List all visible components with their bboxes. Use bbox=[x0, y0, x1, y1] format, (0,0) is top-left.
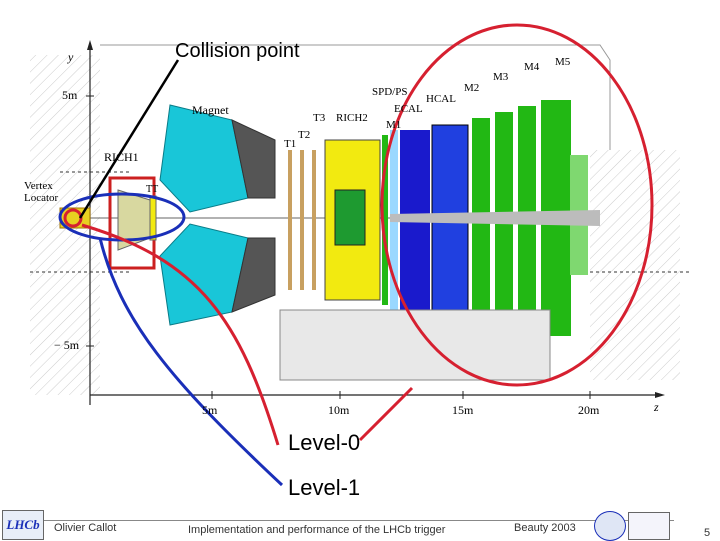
z-tick-label-20m: 20m bbox=[578, 403, 600, 417]
footer-author: Olivier Callot bbox=[54, 522, 117, 534]
label-spd-ps: SPD/PS bbox=[372, 86, 408, 98]
z-tick-label-15m: 15m bbox=[452, 403, 474, 417]
t2-station bbox=[300, 150, 304, 290]
rich2-inner bbox=[334, 189, 366, 246]
label-m5: M5 bbox=[555, 56, 571, 68]
level0-label: Level-0 bbox=[288, 430, 361, 455]
lhcb-logo-text: LHCb bbox=[6, 517, 40, 532]
label-t2: T2 bbox=[298, 129, 311, 141]
label-t3: T3 bbox=[313, 112, 326, 124]
m1-station bbox=[382, 135, 388, 305]
label-ecal: ECAL bbox=[394, 103, 423, 115]
y-tick-label-neg5m: − 5m bbox=[54, 338, 80, 352]
footer-title: Implementation and performance of the LH… bbox=[188, 524, 446, 536]
label-tt: TT bbox=[146, 184, 159, 195]
label-hcal: HCAL bbox=[426, 93, 456, 105]
lal-logo bbox=[628, 512, 670, 540]
beam-pipe bbox=[390, 210, 600, 226]
level1-label: Level-1 bbox=[288, 475, 361, 500]
cavern-hatch-right bbox=[590, 150, 680, 380]
label-vertex-locator: Vertex Locator bbox=[24, 180, 59, 204]
lhcb-logo: LHCb bbox=[2, 510, 44, 540]
t3-station bbox=[312, 150, 316, 290]
level0-pointer-right bbox=[358, 386, 414, 442]
label-m1: M1 bbox=[386, 119, 402, 131]
collision-point-pointer bbox=[78, 59, 180, 219]
y-axis-arrow bbox=[87, 40, 93, 50]
label-t1: T1 bbox=[284, 138, 297, 150]
magnet-yoke-lower bbox=[231, 237, 276, 313]
magnet-upper bbox=[159, 104, 249, 213]
z-tick-label-10m: 10m bbox=[328, 403, 350, 417]
label-rich2: RICH2 bbox=[336, 112, 368, 124]
level1-pointer bbox=[98, 237, 284, 487]
collision-point-label: Collision point bbox=[175, 40, 300, 62]
y-tick-label-5m: 5m bbox=[62, 88, 78, 102]
label-m2: M2 bbox=[464, 82, 480, 94]
level0-pointer bbox=[81, 223, 280, 446]
label-m3: M3 bbox=[493, 71, 509, 83]
label-rich1: RICH1 bbox=[104, 150, 139, 164]
level0-region-ring bbox=[380, 23, 654, 387]
z-axis-label: z bbox=[654, 400, 659, 414]
y-axis-label: y bbox=[68, 50, 74, 64]
magnet-yoke-upper bbox=[231, 119, 276, 199]
footer-page-number: 5 bbox=[704, 527, 711, 539]
tt-station bbox=[149, 195, 157, 241]
label-m4: M4 bbox=[524, 61, 540, 73]
t1-station bbox=[288, 150, 292, 290]
label-magnet: Magnet bbox=[192, 103, 229, 117]
cern-logo bbox=[594, 511, 626, 541]
footer-divider bbox=[44, 520, 674, 521]
z-axis-arrow bbox=[655, 392, 665, 398]
footer-conference: Beauty 2003 bbox=[514, 522, 576, 534]
z-tick-label-5m: 5m bbox=[202, 403, 218, 417]
